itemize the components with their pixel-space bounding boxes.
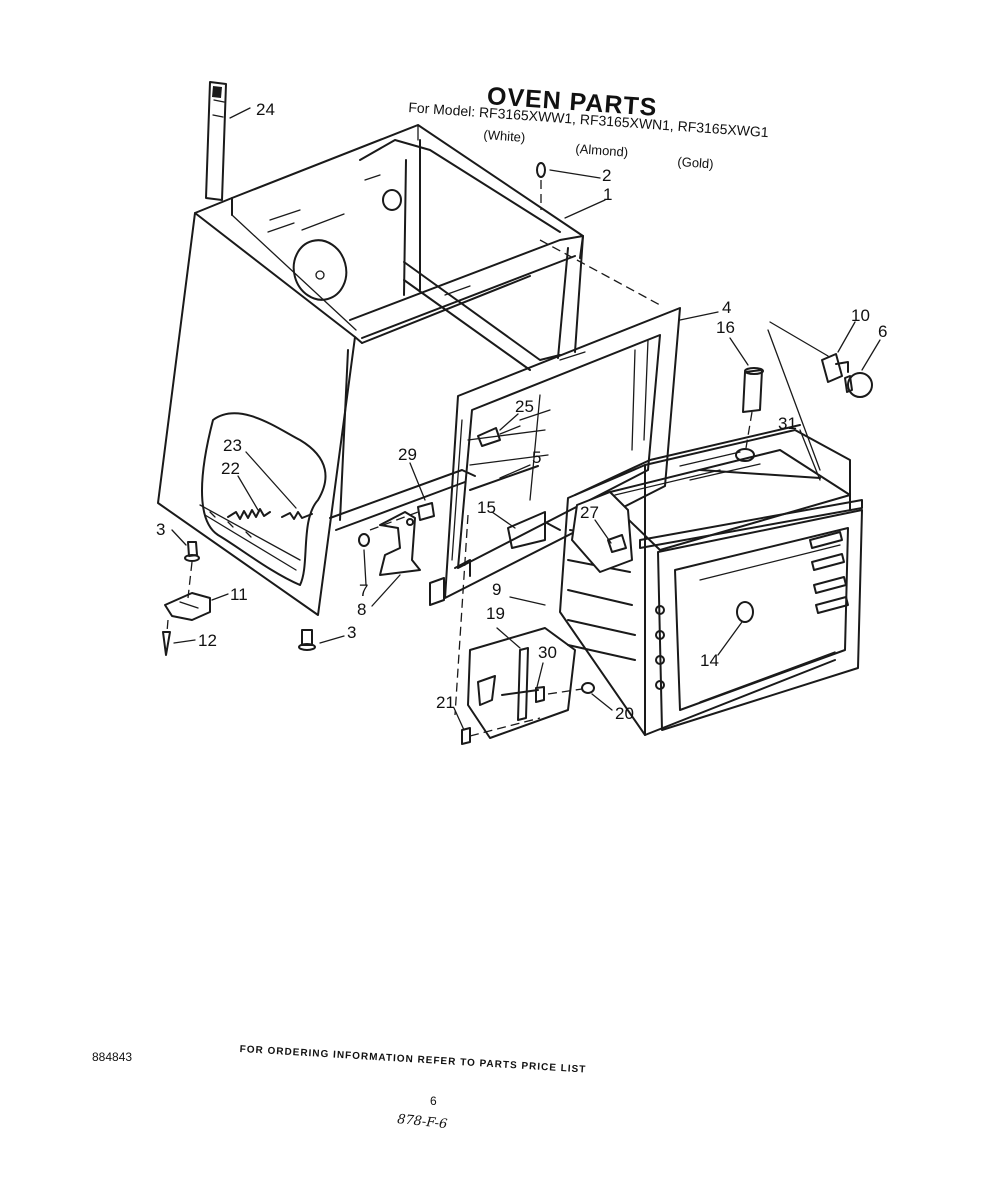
part-2-screw <box>536 162 546 210</box>
callout-12: 12 <box>198 631 217 650</box>
callout-24: 24 <box>256 100 275 119</box>
part-1-oven-body <box>157 124 584 616</box>
callout-25: 25 <box>515 397 534 416</box>
callout-31: 31 <box>778 414 797 433</box>
callout-21: 21 <box>436 693 455 712</box>
callout-30: 30 <box>538 643 557 662</box>
callout-leader-lines <box>171 107 881 731</box>
part-29-7-8-latch-assembly <box>358 502 435 576</box>
callout-29: 29 <box>398 445 417 464</box>
callout-3-upper: 3 <box>156 520 166 539</box>
document-number: 884843 <box>92 1050 133 1064</box>
part-24-trim-strip <box>205 81 227 201</box>
callout-15: 15 <box>477 498 496 517</box>
callout-4: 4 <box>722 298 732 317</box>
callout-14: 14 <box>700 651 719 670</box>
page-number: 6 <box>430 1094 437 1108</box>
part-4-front-frame <box>429 307 681 606</box>
callout-3-lower: 3 <box>347 623 357 642</box>
callout-23: 23 <box>223 436 242 455</box>
callout-16: 16 <box>716 318 735 337</box>
callout-27: 27 <box>580 503 599 522</box>
callout-22: 22 <box>221 459 240 478</box>
callout-7: 7 <box>359 581 369 600</box>
color-label-white: (White) <box>482 127 526 145</box>
part-3-11-12-leveling-hardware <box>162 541 316 656</box>
callout-9: 9 <box>492 580 502 599</box>
callout-10: 10 <box>851 306 870 325</box>
callout-1: 1 <box>603 185 613 204</box>
callout-19: 19 <box>486 604 505 623</box>
part-16-10-6-light-assembly <box>735 321 873 471</box>
part-9-oven-liner <box>559 424 863 736</box>
callout-2: 2 <box>602 166 612 185</box>
callout-5: 5 <box>532 448 542 467</box>
callout-11: 11 <box>230 585 248 604</box>
callout-8: 8 <box>357 600 367 619</box>
part-19-30-21-20-switch-bracket <box>461 627 595 745</box>
color-label-gold: (Gold) <box>676 154 715 172</box>
callout-6: 6 <box>878 322 888 341</box>
callout-20: 20 <box>615 704 634 723</box>
